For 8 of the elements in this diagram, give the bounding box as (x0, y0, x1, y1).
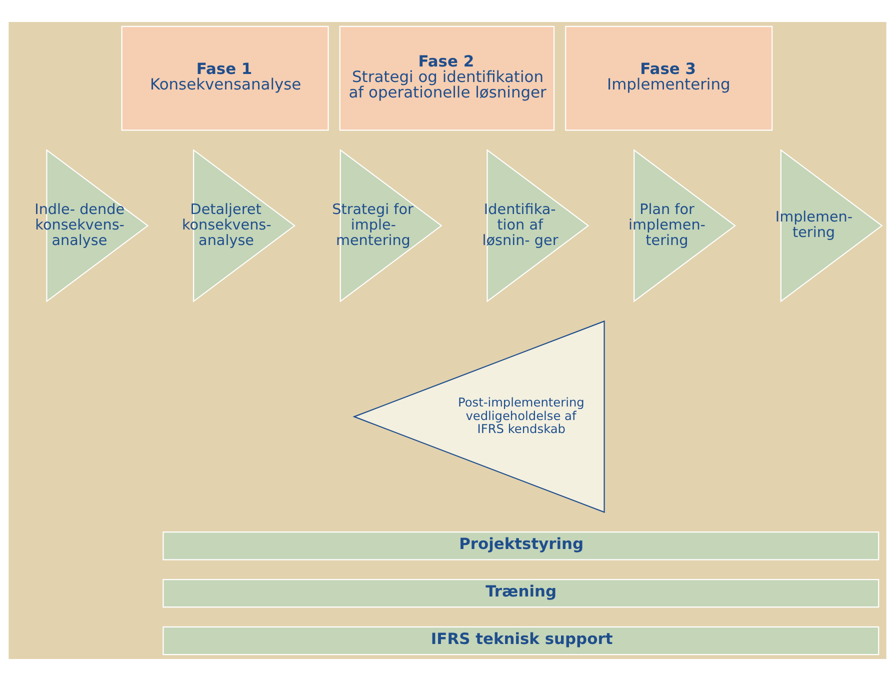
node-box: IFRS teknisk support (162, 626, 880, 655)
node-box: Fase 2 Strategi og identifikation af operationelle løsninger (339, 25, 555, 130)
node-label: konsekvens- (182, 216, 272, 233)
node-label: Indle- dende (34, 201, 125, 218)
node-box: Projektstyring (162, 530, 880, 560)
node-box: Fase 1 Konsekvensanalyse (121, 25, 329, 130)
node-box: Træning (162, 578, 880, 608)
node-box: Fase 3 Implementering (565, 25, 773, 130)
